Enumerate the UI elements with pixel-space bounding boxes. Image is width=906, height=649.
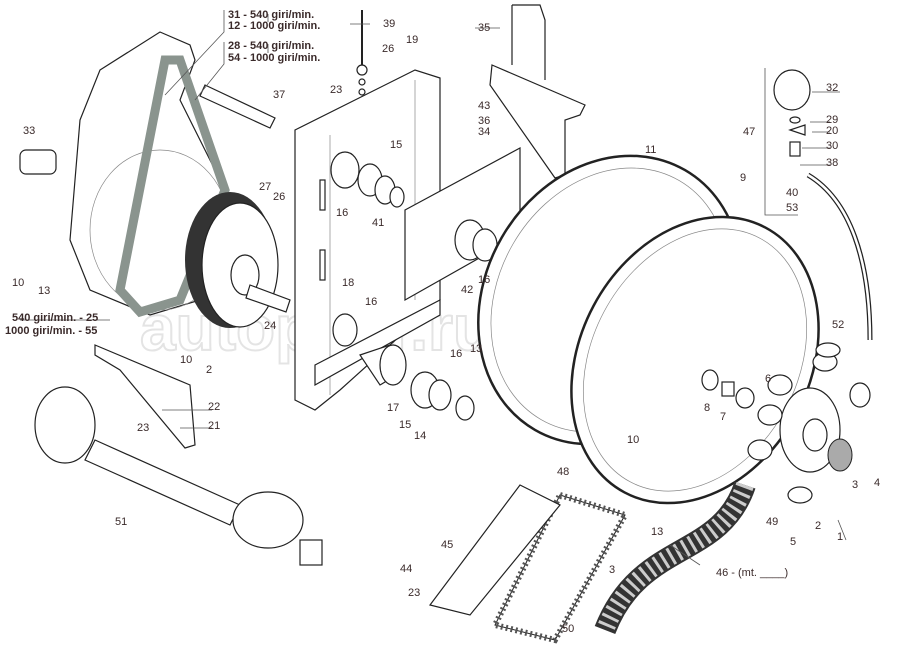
callout: 49 xyxy=(766,516,778,528)
callout: 16 xyxy=(478,274,490,286)
rpm-note-54: 54 - 1000 giri/min. xyxy=(228,52,320,64)
callout: 33 xyxy=(23,125,35,137)
callout: 43 xyxy=(478,100,490,112)
distributor-hub xyxy=(747,342,871,504)
callout: 51 xyxy=(115,516,127,528)
callout: 3 xyxy=(609,564,615,576)
callout: 30 xyxy=(826,140,838,152)
callout: 50 xyxy=(562,623,574,635)
rpm-note-25: 540 giri/min. - 25 xyxy=(12,312,98,324)
callout: 34 xyxy=(478,126,490,138)
callout: 26 xyxy=(382,43,394,55)
callout: 9 xyxy=(740,172,746,184)
cover-45 xyxy=(428,484,561,616)
callout: 4 xyxy=(874,477,880,489)
callout: 10 xyxy=(180,354,192,366)
rpm-note-31: 31 - 540 giri/min. xyxy=(228,9,314,21)
callout: 39 xyxy=(383,18,395,30)
callout: 13 xyxy=(470,343,482,355)
callout: 15 xyxy=(390,139,402,151)
callout: 24 xyxy=(264,320,276,332)
callout: 32 xyxy=(826,82,838,94)
callout: 40 xyxy=(786,187,798,199)
callout: 2 xyxy=(206,364,212,376)
pto-shaft xyxy=(34,386,323,566)
callout: 47 xyxy=(743,126,755,138)
suction-hose xyxy=(594,481,756,635)
callout: 23 xyxy=(330,84,342,96)
bearings-upper xyxy=(330,151,405,208)
callout: 11 xyxy=(645,144,656,156)
shaft-37 xyxy=(199,84,276,129)
callout: 41 xyxy=(372,217,384,229)
callout: 16 xyxy=(450,348,462,360)
callout: 23 xyxy=(137,422,149,434)
callout: 6 xyxy=(765,373,771,385)
gauge-assembly xyxy=(764,68,873,341)
callout: 10 xyxy=(627,434,639,446)
callout: 36 xyxy=(478,115,490,127)
bearings-lower xyxy=(332,313,475,421)
callout: 48 xyxy=(557,466,569,478)
callout: 23 xyxy=(408,587,420,599)
callout: 5 xyxy=(790,536,796,548)
bolt-39 xyxy=(356,10,368,96)
callout: 26 xyxy=(273,191,285,203)
callout: 38 xyxy=(826,157,838,169)
callout: 15 xyxy=(399,419,411,431)
callout: 16 xyxy=(336,207,348,219)
callout: 1 xyxy=(837,531,843,543)
callout: 21 xyxy=(208,420,220,432)
callout: 20 xyxy=(826,125,838,137)
leader-lines xyxy=(20,10,847,566)
callout: 14 xyxy=(414,430,426,442)
drive-belt xyxy=(115,55,230,318)
callout: 42 xyxy=(461,284,473,296)
callout: 52 xyxy=(832,319,844,331)
callout: 45 xyxy=(441,539,453,551)
callout: 19 xyxy=(406,34,418,46)
callout: 13 xyxy=(651,526,663,538)
callout: 2 xyxy=(815,520,821,532)
callout: 35 xyxy=(478,22,490,34)
rpm-note-12: 12 - 1000 giri/min. xyxy=(228,20,320,32)
screen-mesh-50 xyxy=(490,491,630,644)
callout: 37 xyxy=(273,89,285,101)
callout: 27 xyxy=(259,181,271,193)
callout: 44 xyxy=(400,563,412,575)
callout: 53 xyxy=(786,202,798,214)
cap-33 xyxy=(19,149,57,175)
pulley xyxy=(185,192,291,328)
callout: 8 xyxy=(704,402,710,414)
rpm-note-55: 1000 giri/min. - 55 xyxy=(5,325,97,337)
callout: 22 xyxy=(208,401,220,413)
plate-42 xyxy=(404,146,521,302)
rpm-note-28: 28 - 540 giri/min. xyxy=(228,40,314,52)
callout: 7 xyxy=(720,411,726,423)
callout: 17 xyxy=(387,402,399,414)
bracket-21 xyxy=(94,344,196,449)
nut-washers-6-7-8 xyxy=(701,369,755,409)
callout: 29 xyxy=(826,114,838,126)
callout: 3 xyxy=(852,479,858,491)
u-bolt-bracket xyxy=(489,4,586,179)
callout: 46 - (mt. ____) xyxy=(716,567,788,579)
callout: 13 xyxy=(38,285,50,297)
callout: 18 xyxy=(342,277,354,289)
part-callouts: 39 26 19 23 37 35 43 36 34 33 15 16 41 2… xyxy=(12,18,880,635)
callout: 10 xyxy=(12,277,24,289)
callout: 16 xyxy=(365,296,377,308)
